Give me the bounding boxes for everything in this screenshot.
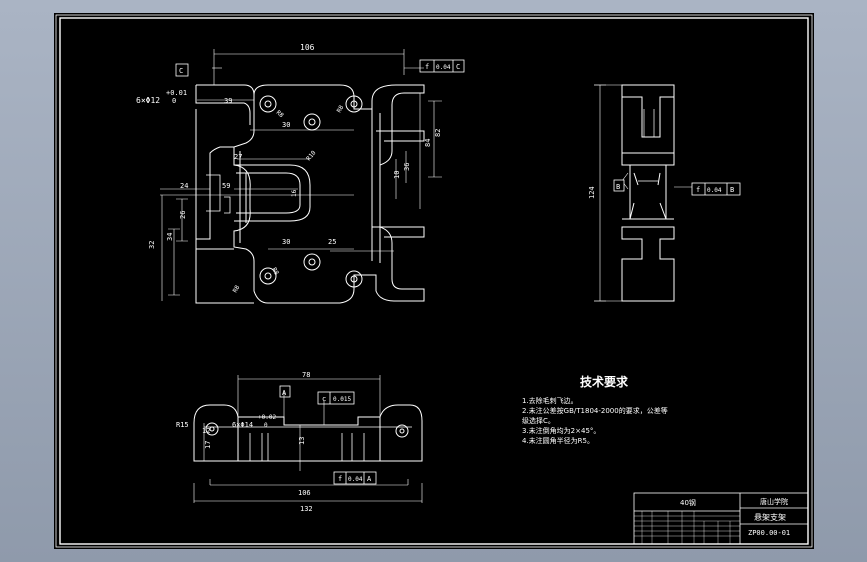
dim-30-bottom: 30 [282,238,290,246]
dim-27: 27 [234,153,242,161]
tech-requirements: 技术要求 1.去除毛刺飞边。 2.未注公差按GB/T1804-2000的要求，公… [522,374,668,445]
dim-84: 84 [424,139,432,147]
dim-39: 39 [224,97,232,105]
top-view [160,49,442,304]
tech-req-item-2b: 级选择C。 [522,416,555,425]
dim-36: 36 [403,163,411,171]
flatness-value-side: 0.04 [707,187,722,194]
dim-17: 17 [204,441,212,449]
dim-106-top: 106 [300,43,315,52]
top-view-labels: 106 C f 0.04 C 6×Φ12 +0.01 0 39 30 R8 R8… [136,43,465,294]
flatness-symbol-side: f [696,186,700,194]
dim-r8-a: R8 [275,109,285,119]
drawing-number: ZP00.00-01 [748,529,790,537]
tech-req-item-1: 1.去除毛刺飞边。 [522,396,578,405]
flatness-c-symbol: c [322,395,326,403]
flatness-a-symbol: f [338,475,342,483]
title-block-text: 40钢 唐山学院 悬架支架 ZP00.00-01 [680,497,790,537]
school-name: 唐山学院 [760,497,788,506]
flatness-datum-side: B [730,186,734,194]
dim-82: 82 [434,129,442,137]
hole-tol-upper-top: +0.01 [166,89,187,97]
material-label: 40钢 [680,498,696,507]
dim-26: 26 [179,211,187,219]
flatness-a-value: 0.04 [348,476,363,483]
tech-req-item-4: 4.未注圆角半径为R5。 [522,436,594,445]
dim-78: 78 [302,371,310,379]
side-view [594,84,692,302]
dim-10: 10 [393,171,401,179]
hole-tol-lower-front: 0 [264,422,268,429]
front-view [193,375,423,503]
tech-req-title: 技术要求 [580,374,629,389]
dim-59: 59 [222,182,230,190]
dim-16: 16 [291,189,298,197]
dim-12: 12 [202,427,210,435]
hole-callout-top: 6×Φ12 [136,96,160,105]
dim-106-front: 106 [298,489,311,497]
part-name: 悬架支架 [754,512,786,522]
title-block [633,492,809,545]
flatness-c-value: 0.015 [333,396,351,403]
outer-border [55,14,813,548]
tech-req-item-2: 2.未注公差按GB/T1804-2000的要求，公差等 [522,406,668,415]
hole-tol-upper-front: +0.02 [258,414,276,421]
dim-r8-b: R8 [336,104,346,114]
flatness-symbol-top: f [425,63,429,71]
inner-frame [59,17,809,545]
drawing-canvas: 106 C f 0.04 C 6×Φ12 +0.01 0 39 30 R8 R8… [55,14,813,548]
dim-r8-c: R8 [270,267,280,277]
dim-24: 24 [180,182,188,190]
dim-25: 25 [328,238,336,246]
dim-r8-d: R8 [232,284,242,294]
hole-tol-lower-top: 0 [172,97,176,105]
dim-32: 32 [148,241,156,249]
flatness-a-datum: A [367,475,372,483]
hole-callout-front: 6×Φ14 [232,421,253,429]
tech-req-item-3: 3.未注倒角均为2×45°。 [522,426,600,435]
dim-r10: R10 [305,149,318,162]
flatness-datum-top: C [456,63,460,71]
datum-a-label: A [282,389,287,397]
datum-c-label: C [179,67,183,75]
dim-34: 34 [166,233,174,241]
side-view-labels: 124 B f 0.04 B [588,179,741,199]
dim-124: 124 [588,186,596,199]
dim-r15: R15 [176,421,189,429]
datum-b-label: B [616,183,620,191]
dim-13: 13 [298,437,306,445]
dim-30-top: 30 [282,121,290,129]
flatness-value-top: 0.04 [436,64,451,71]
dim-132: 132 [300,505,313,513]
drawing-sheet: 106 C f 0.04 C 6×Φ12 +0.01 0 39 30 R8 R8… [54,13,814,549]
front-view-labels: 78 A c 0.015 R15 12 6×Φ14 +0.02 0 17 13 … [176,371,377,513]
